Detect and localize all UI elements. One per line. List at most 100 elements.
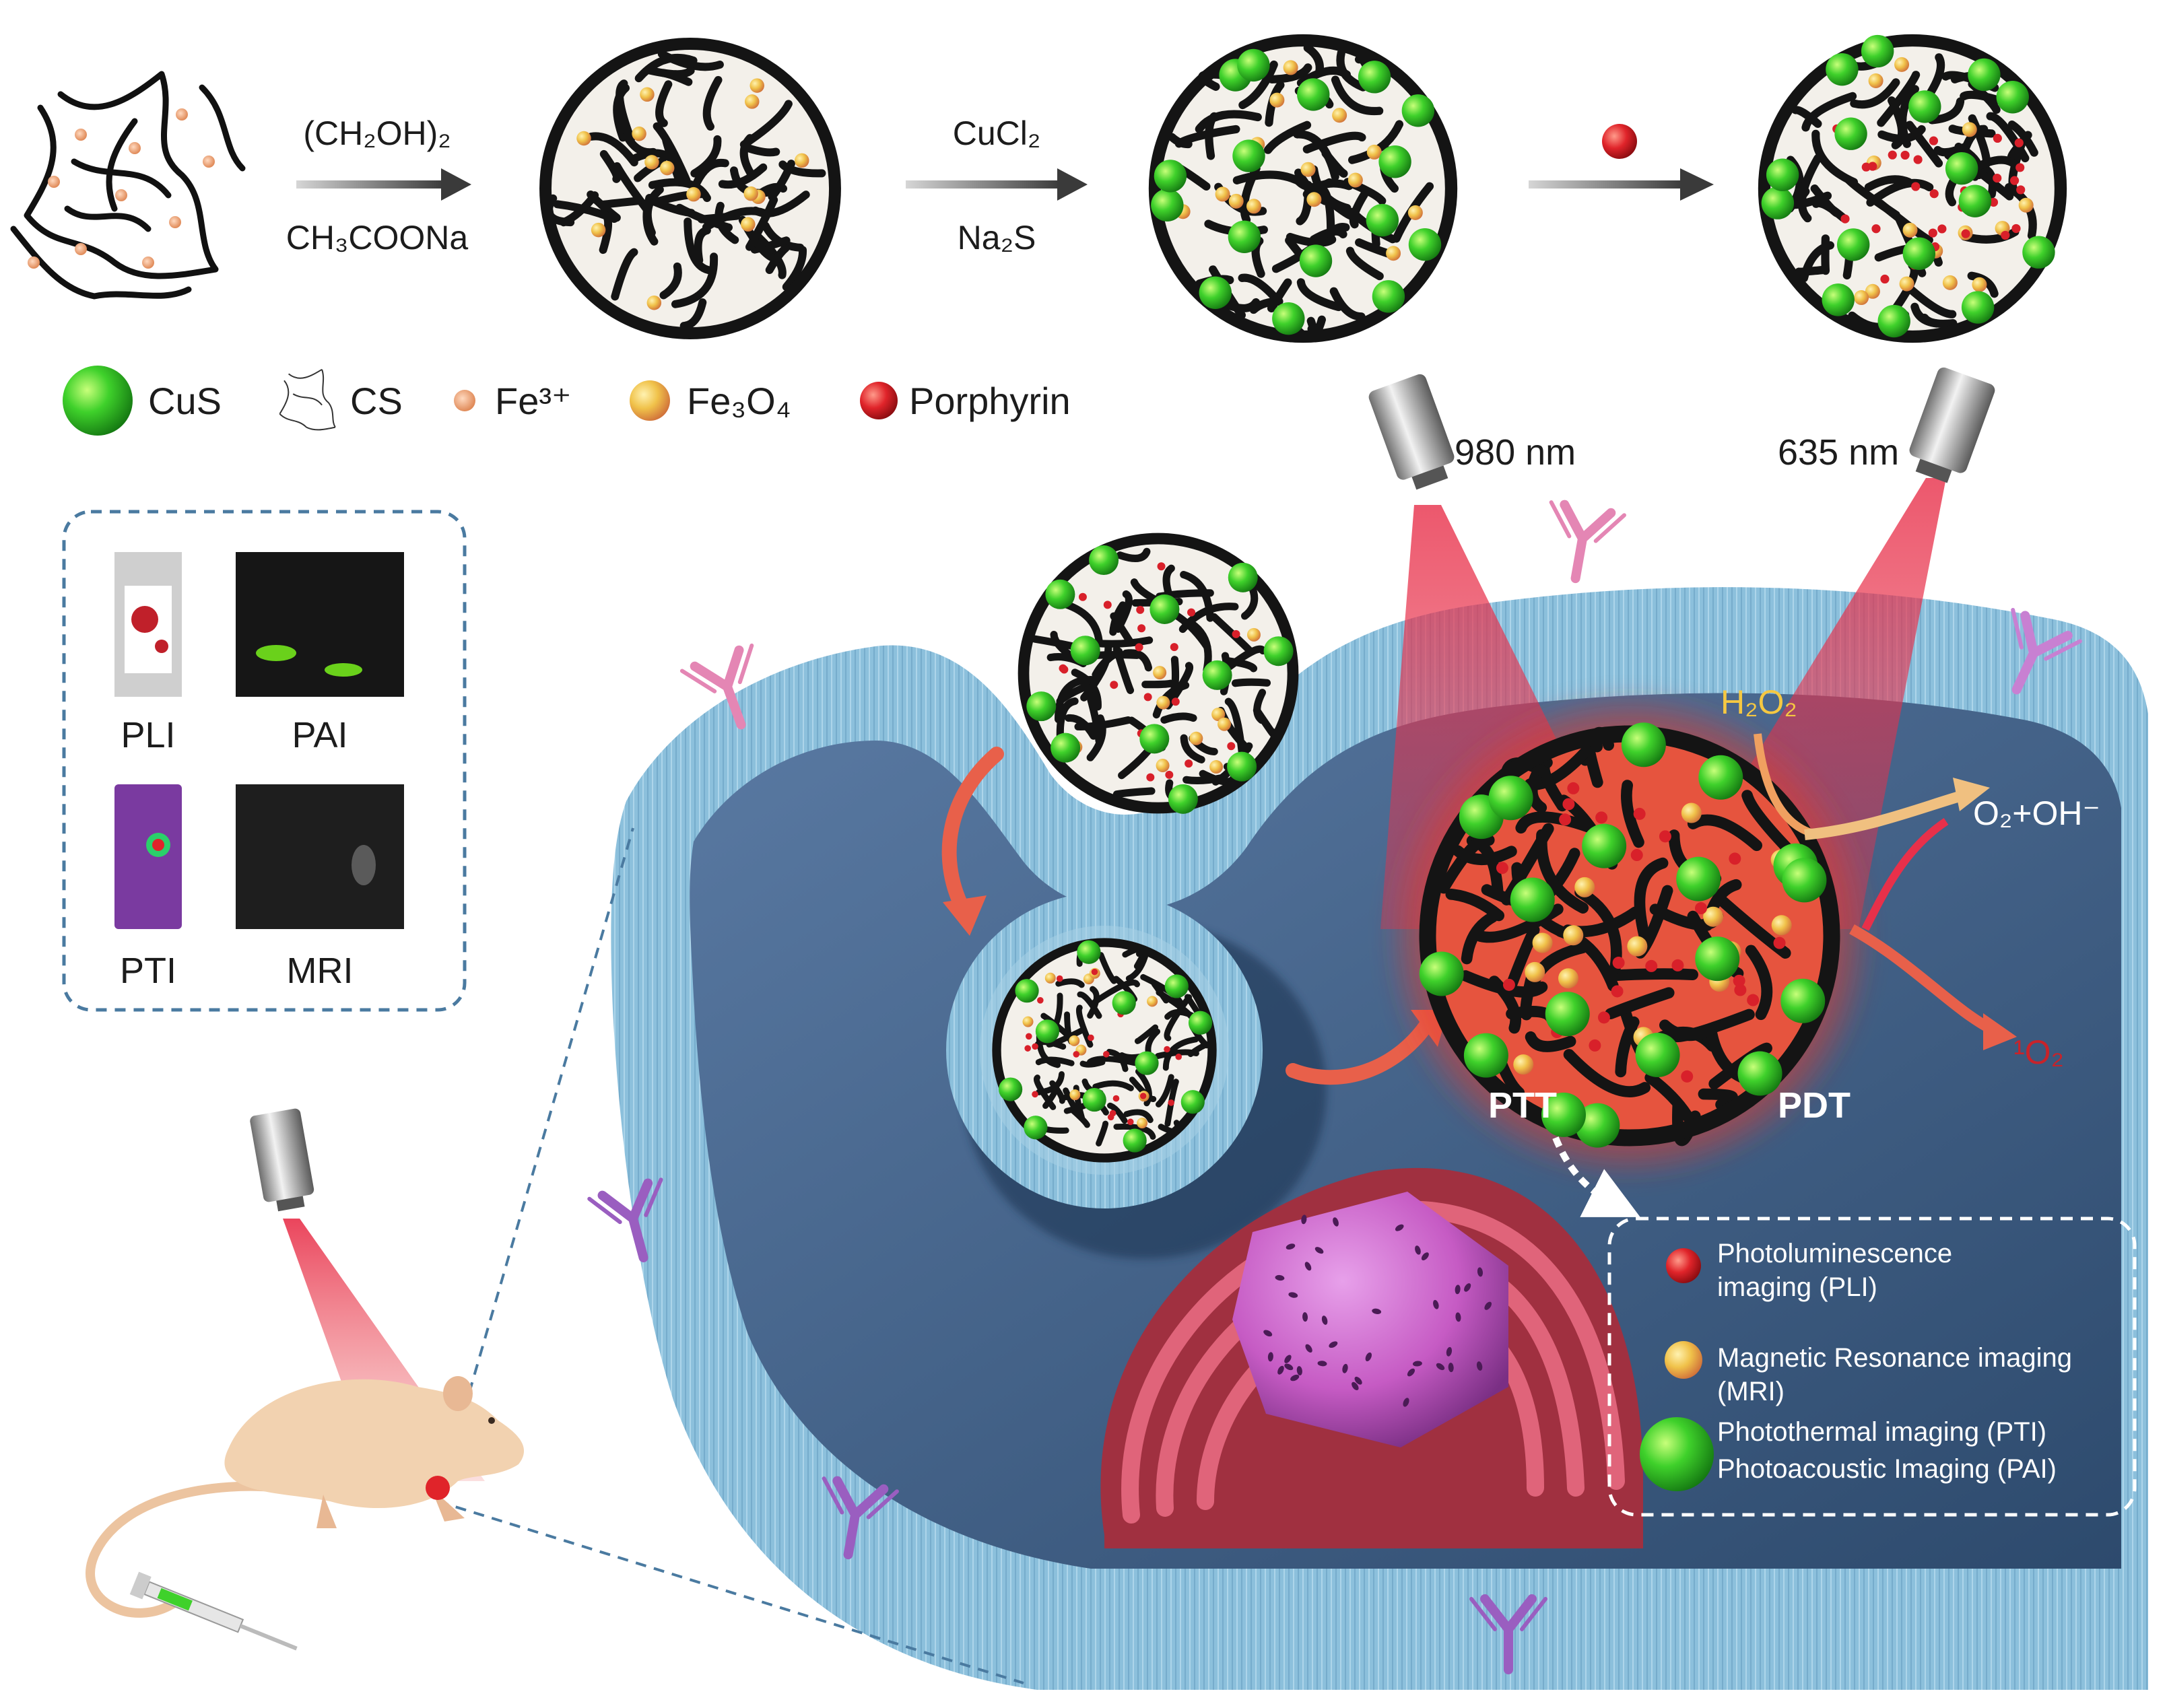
porphyrin-particle bbox=[1900, 150, 1910, 160]
cs-strand bbox=[1134, 1024, 1159, 1044]
fe3o4-particle bbox=[644, 155, 659, 170]
nuclear-pore bbox=[1284, 1355, 1292, 1363]
nuclear-pore bbox=[1446, 1346, 1453, 1357]
nuclear-pore bbox=[1455, 1285, 1461, 1295]
cus-particle bbox=[1263, 636, 1294, 667]
fe3o4-particle bbox=[1532, 932, 1553, 953]
cs-strand bbox=[1238, 60, 1278, 110]
cell: H₂O₂ O₂+OH⁻ ¹O₂ PTT PDT Photoluminescenc… bbox=[611, 478, 2149, 1690]
fe3o4-particle bbox=[1211, 708, 1226, 722]
porphyrin-particle bbox=[1597, 1011, 1610, 1024]
porphyrin-particle bbox=[1567, 782, 1580, 794]
synthesis-arrow-2-head bbox=[1057, 168, 1088, 201]
porphyrin-particle bbox=[1671, 959, 1684, 971]
cs-fe3o4-cus-porphyrin-sphere bbox=[1758, 34, 2067, 343]
cs-strand bbox=[1180, 571, 1214, 622]
nuclear-pore bbox=[1403, 1398, 1409, 1407]
cs-strand bbox=[1452, 845, 1517, 865]
porphyrin-particle bbox=[1136, 605, 1145, 614]
cus-particle bbox=[1139, 724, 1170, 754]
h2o2-label: H₂O₂ bbox=[1721, 683, 1797, 721]
nuclear-pore bbox=[1288, 1292, 1298, 1298]
cus-particle bbox=[1419, 951, 1464, 996]
cus-particle bbox=[1861, 34, 1894, 68]
cs-strand bbox=[560, 191, 599, 227]
porphyrin-particle bbox=[1109, 1109, 1116, 1117]
fe3o4-particle bbox=[1703, 906, 1724, 927]
fe3o4-particle bbox=[1868, 73, 1883, 89]
cs-strand bbox=[694, 226, 711, 265]
nuclear-pore bbox=[1290, 1374, 1300, 1381]
fe3-dot-icon bbox=[28, 108, 215, 269]
porphyrin-particle bbox=[1165, 770, 1174, 779]
fe3o4-particle bbox=[743, 186, 758, 201]
singlet-o2-label: ¹O₂ bbox=[2013, 1033, 2064, 1071]
porphyrin-particle bbox=[1135, 643, 1143, 652]
porphyrin-particle bbox=[1110, 681, 1119, 689]
cs-strand bbox=[1438, 833, 1495, 894]
antibody-stroke bbox=[597, 1178, 653, 1262]
ptt-label: PTT bbox=[1488, 1085, 1557, 1126]
porphyrin-particle bbox=[1187, 608, 1196, 617]
cus-particle bbox=[1026, 691, 1057, 722]
cus-particle bbox=[1024, 1116, 1048, 1140]
porphyrin-particle bbox=[1993, 133, 2002, 143]
cs-strand bbox=[1460, 970, 1548, 998]
cs-strand bbox=[1347, 120, 1404, 164]
porphyrin-particle bbox=[1496, 862, 1508, 875]
nuclear-pore bbox=[1284, 1363, 1294, 1371]
cs-strand bbox=[1293, 130, 1339, 181]
cus-particle bbox=[1737, 1051, 1782, 1096]
imaging-legend-mri-line1: Magnetic Resonance imaging bbox=[1717, 1343, 2072, 1373]
cus-particle bbox=[1237, 48, 1270, 82]
synthesis-arrow-2 bbox=[906, 180, 1061, 189]
imaging-legend-pli-line1: Photoluminescence bbox=[1717, 1239, 1952, 1268]
synthesis-arrow-1-head bbox=[441, 168, 471, 201]
cus-particle bbox=[1463, 1033, 1508, 1078]
cus-particle bbox=[1045, 579, 1075, 609]
cs-strand bbox=[684, 217, 712, 275]
nuclear-pore bbox=[1263, 1330, 1273, 1337]
nuclear-pore bbox=[1484, 1301, 1492, 1310]
antibody-icon bbox=[822, 1476, 899, 1560]
cs-strand bbox=[1799, 241, 1834, 283]
imaging-legend-pli-line2: imaging (PLI) bbox=[1717, 1272, 1877, 1302]
o2-oh-arrow-head bbox=[1953, 778, 1990, 811]
porphyrin-particle bbox=[1993, 173, 2002, 183]
cus-particle bbox=[1958, 184, 1992, 217]
step2-reagent-top: CuCl₂ bbox=[953, 114, 1041, 152]
antibodies bbox=[587, 500, 2082, 1674]
cs-strand bbox=[1092, 1080, 1134, 1091]
cs-strand bbox=[1515, 811, 1595, 834]
cus-particle bbox=[1510, 877, 1555, 922]
cs-strand bbox=[1811, 129, 1859, 186]
porphyrin-particle bbox=[1871, 224, 1881, 234]
cs-strand bbox=[1075, 1004, 1094, 1048]
antibody-icon bbox=[679, 643, 754, 730]
cs-strand bbox=[1162, 1036, 1199, 1071]
porphyrin-particle bbox=[1911, 182, 1921, 191]
antibody-light-chain bbox=[2011, 607, 2082, 661]
cs-strand bbox=[1107, 1102, 1128, 1124]
cs-strand bbox=[1092, 979, 1140, 1005]
cus-particle bbox=[1945, 151, 1978, 185]
porphyrin-particle bbox=[1659, 830, 1671, 843]
cus-particle bbox=[1545, 992, 1590, 1037]
cs-strand bbox=[1122, 649, 1152, 672]
fe3o4-particle bbox=[749, 78, 764, 93]
antibody-light-chain bbox=[587, 1177, 663, 1225]
cs-strand bbox=[1296, 180, 1312, 226]
cus-particle bbox=[1164, 974, 1189, 998]
nuclear-pore bbox=[1448, 1363, 1454, 1373]
fe3o4-particle bbox=[640, 87, 655, 102]
cs-strand bbox=[1850, 78, 1900, 109]
cus-particle bbox=[1112, 991, 1136, 1015]
fe3o4-particle bbox=[659, 160, 675, 176]
cs-strand bbox=[1164, 994, 1193, 1041]
fe3o4-particle bbox=[1246, 199, 1261, 214]
cs-strand bbox=[1980, 172, 2014, 201]
fe3o4-particle bbox=[591, 222, 606, 238]
porphyrin-particle bbox=[1024, 1045, 1032, 1052]
nuclear-pore bbox=[1372, 1308, 1382, 1314]
cus-particle bbox=[1780, 978, 1826, 1023]
